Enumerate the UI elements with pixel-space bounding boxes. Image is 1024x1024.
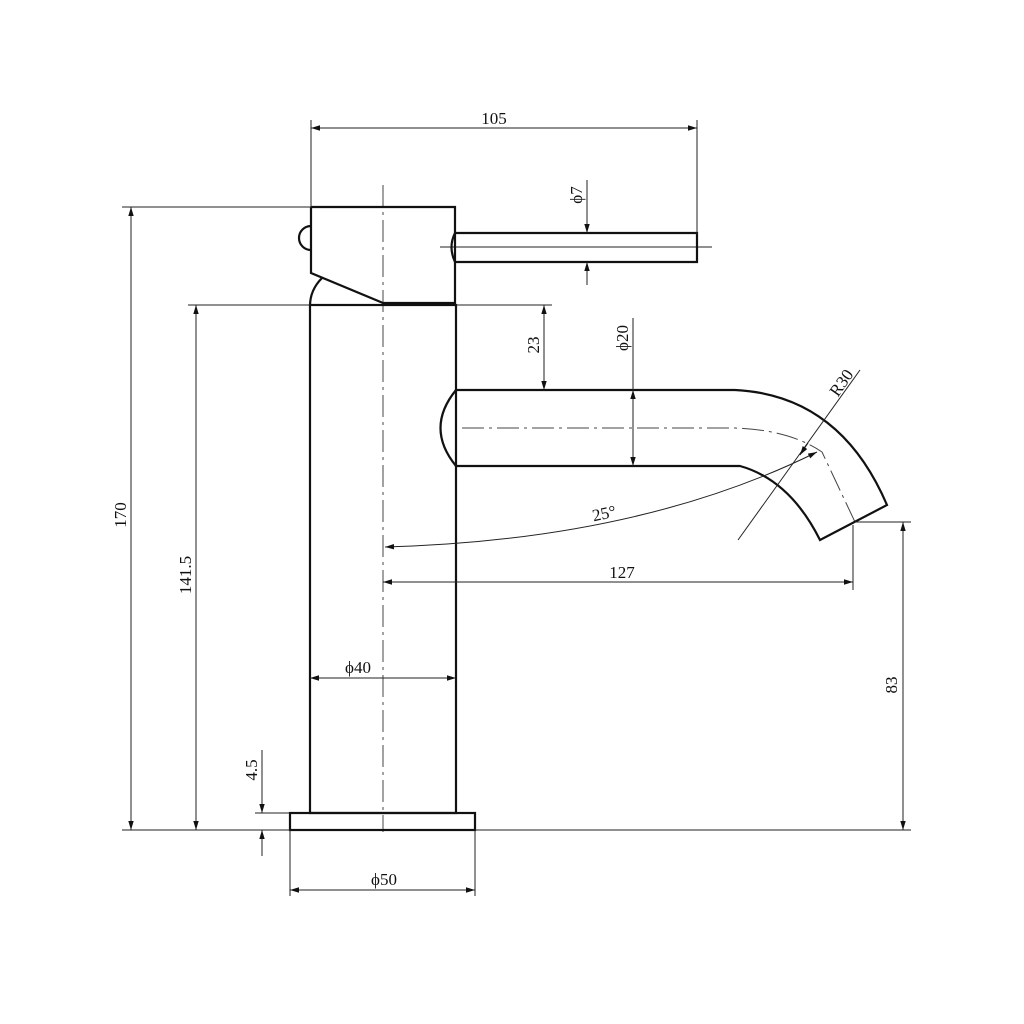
- spout: [439, 388, 889, 542]
- svg-text:83: 83: [882, 677, 901, 694]
- dim-overall-reach: 105: [310, 109, 698, 235]
- dim-body-height: 141.5: [176, 304, 552, 830]
- svg-text:141.5: 141.5: [176, 556, 195, 594]
- dim-body-diameter: ϕ40: [310, 658, 456, 681]
- dim-spout-offset: 23: [524, 305, 547, 390]
- dim-lever-diameter: ϕ7: [567, 180, 590, 285]
- dim-spout-projection: 127: [383, 525, 854, 590]
- svg-text:25°: 25°: [590, 502, 617, 526]
- handle: [297, 205, 457, 307]
- dim-base-diameter: ϕ50: [289, 830, 476, 896]
- dim-outlet-height: 83: [475, 521, 911, 831]
- dim-base-thickness: 4.5: [242, 750, 290, 856]
- svg-text:170: 170: [111, 502, 130, 528]
- tap-base: [288, 811, 477, 832]
- spout-centerline: [462, 427, 856, 523]
- svg-text:R30: R30: [826, 366, 858, 400]
- svg-text:4.5: 4.5: [242, 759, 261, 780]
- dim-overall-height: 170: [111, 206, 311, 831]
- svg-text:127: 127: [609, 563, 635, 582]
- dim-spout-angle: 25°: [384, 451, 818, 550]
- svg-text:ϕ40: ϕ40: [345, 658, 371, 677]
- svg-text:ϕ50: ϕ50: [371, 870, 397, 889]
- lever: [450, 231, 699, 264]
- svg-text:ϕ20: ϕ20: [613, 325, 632, 351]
- svg-text:23: 23: [524, 337, 543, 354]
- handle-knob: [297, 224, 312, 252]
- svg-text:105: 105: [481, 109, 507, 128]
- svg-text:ϕ7: ϕ7: [567, 186, 586, 204]
- dim-spout-diameter: ϕ20: [613, 318, 636, 466]
